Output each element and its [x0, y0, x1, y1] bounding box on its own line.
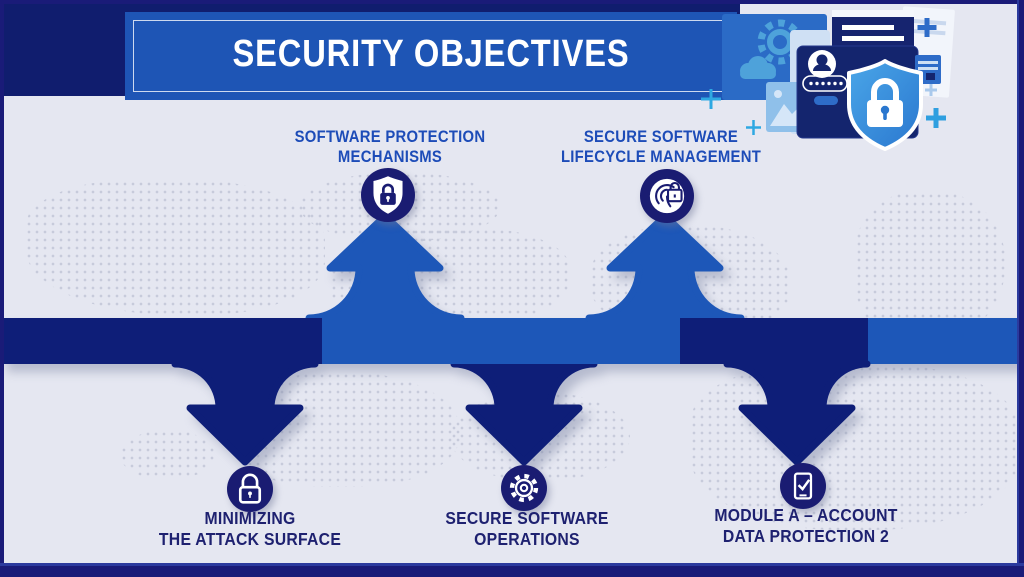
avatar	[808, 50, 836, 78]
title-banner	[125, 12, 737, 100]
label-line: SOFTWARE PROTECTION	[294, 128, 486, 146]
security-illustration	[700, 4, 1022, 176]
up-arrow-2	[585, 212, 745, 322]
node-label-lifecycle: SECURE SOFTWARE LIFECYCLE MANAGEMENT	[517, 127, 805, 167]
node-label-module-a: MODULE A – ACCOUNT DATA PROTECTION 2	[662, 505, 950, 547]
label-line: DATA PROTECTION 2	[722, 526, 890, 546]
plus-icon	[701, 89, 721, 109]
page-border-bottom	[0, 563, 1024, 577]
label-line: THE ATTACK SURFACE	[158, 529, 342, 549]
submit-pill	[814, 96, 838, 105]
cloud-icon	[740, 56, 776, 79]
label-line: SECURE SOFTWARE	[445, 508, 609, 528]
down-arrow-2	[450, 360, 598, 466]
label-line: MODULE A – ACCOUNT	[714, 505, 898, 525]
page-border-top	[0, 0, 1024, 4]
label-line: SECURE SOFTWARE	[583, 128, 739, 146]
padlock-icon	[227, 466, 273, 512]
page-border-left	[0, 0, 4, 577]
plus-icon	[925, 84, 937, 96]
plus-icon	[917, 18, 937, 37]
page-title: SECURITY OBJECTIVES	[232, 33, 630, 75]
label-line: MECHANISMS	[337, 148, 443, 167]
down-arrow-1	[171, 360, 319, 466]
node-label-operations: SECURE SOFTWARE OPERATIONS	[383, 508, 671, 550]
world-dots-patch	[855, 192, 1005, 342]
shield-lock-icon	[361, 168, 415, 222]
world-dots-patch	[25, 180, 325, 315]
shield-lock-illustration	[847, 59, 923, 151]
gear-icon	[501, 465, 547, 511]
node-label-software-protection: SOFTWARE PROTECTION MECHANISMS	[246, 127, 534, 167]
plus-icon	[746, 120, 761, 135]
plus-icon	[926, 108, 946, 128]
page-border-right	[1017, 0, 1024, 577]
label-line: LIFECYCLE MANAGEMENT	[560, 148, 762, 167]
world-dots-patch	[120, 430, 215, 480]
label-line: OPERATIONS	[474, 529, 580, 549]
node-label-attack-surface: MINIMIZING THE ATTACK SURFACE	[106, 508, 394, 550]
phone-check-icon	[780, 463, 826, 509]
up-arrow-1	[305, 212, 465, 322]
down-arrow-3	[723, 360, 871, 466]
world-dots-patch	[690, 365, 1020, 530]
label-line: MINIMIZING	[204, 508, 296, 528]
fingerprint-lock-icon	[640, 169, 694, 223]
